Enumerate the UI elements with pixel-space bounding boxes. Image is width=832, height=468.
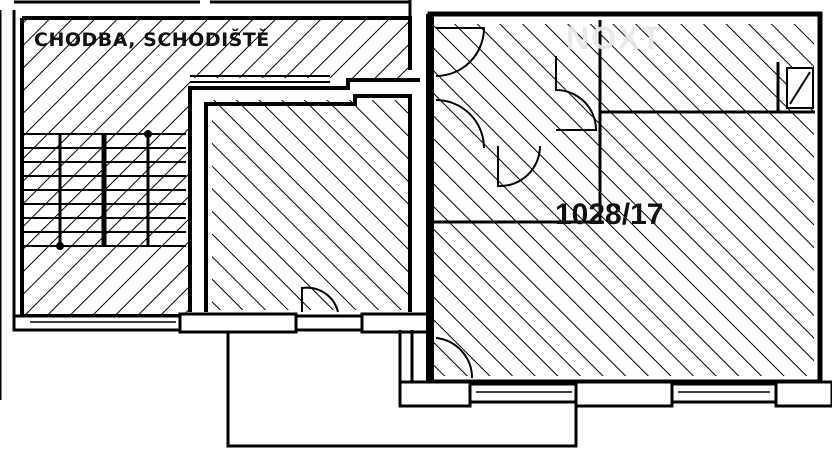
stairs — [22, 130, 186, 250]
corridor-room — [20, 16, 412, 318]
middle-room — [188, 75, 420, 313]
watermark-logo: NOXT — [566, 20, 663, 56]
unit-number-label: 1028/17 — [555, 198, 664, 231]
corridor-label: CHODBA, SCHODIŠTĚ — [34, 29, 270, 51]
bottom-windows-right — [398, 330, 832, 408]
context-walls — [0, 0, 412, 400]
bottom-windows-left — [12, 312, 578, 448]
